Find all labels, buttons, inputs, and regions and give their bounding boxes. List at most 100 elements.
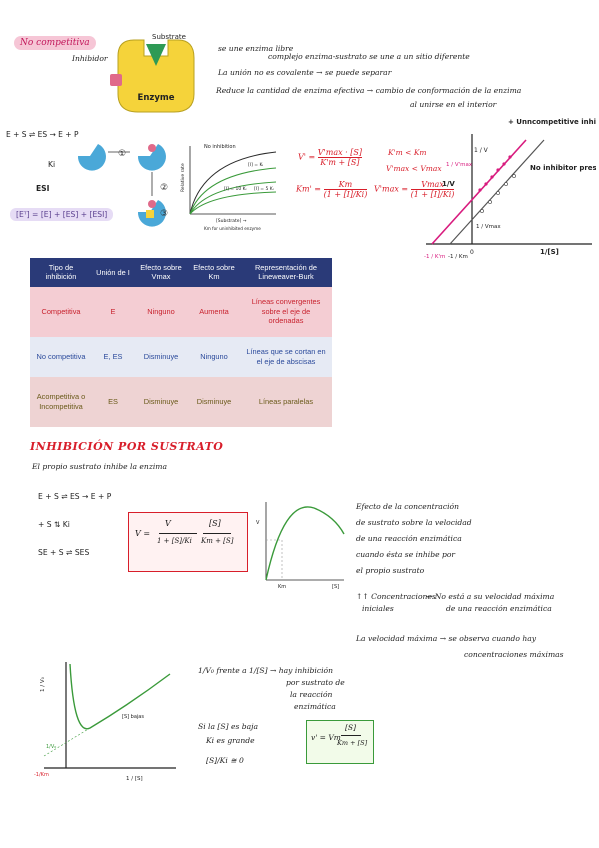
table-cell: Líneas que se cortan en el eje de abscis… <box>240 336 332 377</box>
low-substrate-formula-box: v' = Vm [S] Km + [S] <box>306 720 374 764</box>
table-cell: E <box>92 286 134 337</box>
lb-note-2: por sustrato de <box>286 678 345 687</box>
lb-note-7: [S]/Ki ≅ 0 <box>206 756 244 765</box>
sub-note-4: cuando ésta se inhibe por <box>356 550 456 559</box>
lb-tick-x-a: -1 / K'm <box>424 254 445 260</box>
vprime-num: V'max · [S] <box>317 148 362 158</box>
col-header: Efecto sobre Vmax <box>134 258 188 287</box>
vprime-lhs: V' = <box>298 152 316 162</box>
substrate-scheme-1: E + S ⇌ ES → E + P <box>38 492 112 501</box>
step-3: ③ <box>160 209 168 219</box>
table-cell: Disminuye <box>188 376 240 427</box>
kmprime-lhs: Km' = <box>296 184 322 194</box>
rate-plot-title: No inhibition <box>204 144 236 150</box>
esi-label: ESI <box>36 184 50 193</box>
rate-plot-footer: Km for uninhibited enzyme <box>204 226 261 231</box>
substrate-lineweaver-burk: 1 / V₀ [S] bajas 1/V₀ -1/Km 1 / [S] <box>34 662 176 782</box>
table-cell: Aumenta <box>188 286 240 337</box>
rate-plot-curve-2: [I] = 10 Kᵢ <box>224 186 247 192</box>
ki-label: Ki <box>48 160 56 169</box>
sub-lb-tick-y: 1/V₀ <box>46 744 56 750</box>
sub-lb-tick-x: -1/Km <box>34 772 49 778</box>
open-points <box>480 174 516 213</box>
table-cell: Ninguno <box>134 286 188 337</box>
lineweaver-burk-uncompetitive: + Unncompetitive inhibitor No inhibitor … <box>424 118 596 260</box>
sub-note-7: iniciales <box>362 604 394 613</box>
curve-xlabel: [S] <box>332 584 339 590</box>
sub-lb-ylabel: 1 / V₀ <box>40 676 46 692</box>
relation-km: K'm < Km <box>388 148 427 157</box>
note-line-4: Reduce la cantidad de enzima efectiva → … <box>216 86 522 95</box>
conservation-equation: [Eᵀ] = [E] + [ES] + [ESI] <box>10 208 114 221</box>
substrate-section-subtitle: El propio sustrato inhibe la enzima <box>32 462 167 471</box>
table-row: No competitiva E, ES Disminuye Ninguno L… <box>30 336 332 377</box>
enzyme-label: Enzyme <box>138 93 175 103</box>
binding-cartoon: ① ② ③ <box>77 144 168 227</box>
final-den: Km + [S] <box>337 739 368 747</box>
substrate-inhibition-curve: V Km [S] <box>256 502 345 590</box>
lb-tick-y-b: 1 / Vmax <box>476 224 501 230</box>
v-rden: Km + [S] <box>201 537 234 545</box>
v-den: 1 + [S]/Ki <box>157 537 192 545</box>
rate-plot-curve-1: [I] = Kᵢ <box>248 162 263 168</box>
note-line-1: se une enzima libre <box>218 44 294 53</box>
vmaxprime-den: (1 + [I]/Ki) <box>410 190 455 199</box>
sub-note-9: de una reacción enzimática <box>446 604 552 613</box>
table-cell: Ninguno <box>188 336 240 377</box>
lb-note-3: la reacción <box>290 690 333 699</box>
table-cell: Líneas paralelas <box>240 376 332 427</box>
kmprime-den: (1 + [I]/Ki) <box>323 190 368 199</box>
sub-note-10: La velocidad máxima → se observa cuando … <box>356 634 537 643</box>
rate-plot-curve-3: [I] = 5 Kᵢ <box>254 186 274 192</box>
final-lhs: v' = Vm <box>311 733 341 742</box>
rate-vs-substrate-plot: No inhibition Relative rate [I] = Kᵢ [I]… <box>180 144 277 231</box>
lb-note-5: Si la [S] es baja <box>198 722 259 731</box>
inhibition-types-table: Tipo de inhibición Unión de I Efecto sob… <box>30 258 332 427</box>
table-cell: Competitiva <box>30 286 92 337</box>
table-cell: No competitiva <box>30 336 92 377</box>
sub-lb-xlabel: 1 / [S] <box>126 776 143 782</box>
table-cell: Disminuye <box>134 376 188 427</box>
rate-plot-ylabel: Relative rate <box>180 163 186 192</box>
vprime-den: K'm + [S] <box>320 158 360 167</box>
reaction-scheme: E + S ⇌ ES → E + P <box>6 130 79 139</box>
inhibitor-label: Inhibidor <box>72 54 108 63</box>
kmprime-num: Km <box>323 180 368 190</box>
table-cell: E, ES <box>92 336 134 377</box>
inhibitor-shape <box>110 74 122 86</box>
col-header: Unión de I <box>92 258 134 287</box>
col-header: Tipo de inhibición <box>30 258 92 287</box>
substrate-scheme-3: SE + S ⇌ SES <box>38 548 90 557</box>
table-cell: Líneas convergentes sobre el eje de orde… <box>240 286 332 337</box>
sub-note-2: de sustrato sobre la velocidad <box>356 518 472 527</box>
lb-tick-y-c: 1 / V <box>474 147 489 154</box>
lb-unc-label: + Unncompetitive inhibitor <box>508 118 596 126</box>
substrate-shape <box>146 44 166 66</box>
substrate-section-title: INHIBICIÓN POR SUSTRATO <box>30 440 224 453</box>
table-row: Acompetitiva o Incompetitiva ES Disminuy… <box>30 376 332 427</box>
vmaxprime-formula: V'max = Vmax (1 + [I]/Ki) <box>374 180 455 199</box>
enzyme-diagram: Enzyme <box>110 39 195 113</box>
note-line-2: complejo enzima-sustrato se une a un sit… <box>268 52 470 61</box>
lb-note-1: 1/V₀ frente a 1/[S] → hay inhibición <box>198 666 333 675</box>
v-lhs: V = <box>135 529 151 538</box>
magenta-points <box>478 155 512 192</box>
note-line-5: al unirse en el interior <box>410 100 497 109</box>
table-cell: Acompetitiva o Incompetitiva <box>30 376 92 427</box>
v-num: V <box>165 519 171 528</box>
relation-vmax: V'max < Vmax <box>386 164 442 173</box>
sub-lb-curve-label: [S] bajas <box>122 714 144 720</box>
step-1: ① <box>118 149 126 159</box>
table-cell: Disminuye <box>134 336 188 377</box>
kmprime-formula: Km' = Km (1 + [I]/Ki) <box>296 180 368 199</box>
vmaxprime-num: Vmax <box>410 180 455 190</box>
rate-plot-xlabel: [Substrate] → <box>216 218 247 224</box>
sub-note-6: ↑↑ Concentraciones <box>356 592 436 601</box>
curve-xtick: Km <box>278 584 286 590</box>
lb-note-6: Ki es grande <box>206 736 255 745</box>
enzyme-body <box>117 39 195 113</box>
sub-note-1: Efecto de la concentración <box>356 502 459 511</box>
note-line-3: La unión no es covalente → se puede sepa… <box>218 68 392 77</box>
v-rnum: [S] <box>209 519 221 528</box>
col-header: Representación de Lineweaver-Burk <box>240 258 332 287</box>
